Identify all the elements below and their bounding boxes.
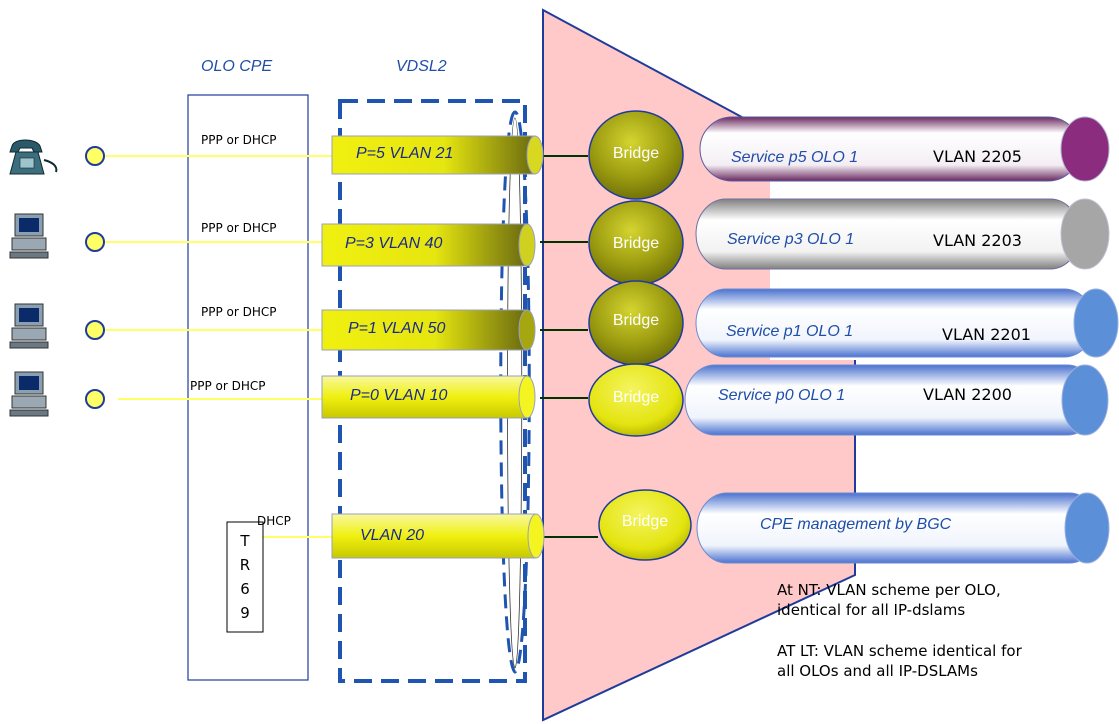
service-vlan: VLAN 2200 [923,385,1012,404]
service-tube-mgmt [696,492,1110,564]
computer-icon [9,213,49,259]
service-name: Service p1 OLO 1 [726,323,854,340]
bridge-circles [588,110,692,561]
service-name: Service p0 OLO 1 [718,387,846,404]
note-nt-line-2: identical for all IP-dslams [777,601,966,619]
protocol-label: PPP or DHCP [201,133,277,147]
pipe-p5 [331,135,544,175]
pipe-label: P=0 VLAN 10 [350,387,448,404]
pipe-label: P=1 VLAN 50 [348,320,446,337]
protocol-label: PPP or DHCP [201,305,277,319]
bridge-label: Bridge [612,145,660,162]
service-tube-p0 [684,364,1109,436]
tr69-letter: T [240,532,250,550]
service-tube-p5 [699,116,1110,182]
pipe-label: VLAN 20 [360,527,425,544]
bridge-label: Bridge [612,312,660,329]
pipe-p0 [321,375,536,419]
service-name: Service p5 OLO 1 [731,149,859,166]
bridge-label: Bridge [621,513,669,530]
tr69-box [226,521,264,633]
protocol-label: DHCP [257,514,291,528]
vdsl2-heading: VDSL2 [396,58,447,75]
tr69-letter: R [239,556,251,574]
pipe-vlan20 [331,513,545,559]
endpoint-circles [85,146,105,409]
protocol-label: PPP or DHCP [201,221,277,235]
service-name: Service p3 OLO 1 [727,231,855,248]
tr69-letter: 6 [240,580,250,598]
pipe-label: P=5 VLAN 21 [356,145,454,162]
computer-icon [9,371,49,417]
protocol-label: PPP or DHCP [190,379,266,393]
note-nt-line-1: At NT: VLAN scheme per OLO, [777,581,1001,599]
bridge-label: Bridge [612,389,660,406]
service-name: CPE management by BGC [760,516,952,533]
service-vlan: VLAN 2201 [942,325,1031,344]
tr69-letter: 9 [240,604,250,622]
service-tube-p3 [695,198,1110,270]
pipe-p1 [321,309,536,351]
computer-icon [9,303,49,349]
note-lt-line-2: all OLOs and all IP-DSLAMs [777,662,978,680]
service-vlan: VLAN 2203 [933,231,1022,250]
note-lt-line-1: AT LT: VLAN scheme identical for [777,642,1022,660]
phone-icon [9,139,58,175]
olo-cpe-box [187,94,309,681]
service-tube-p1 [695,288,1119,358]
bridge-label: Bridge [612,235,660,252]
pipe-p3 [321,223,536,267]
olo-cpe-heading: OLO CPE [201,58,273,75]
service-vlan: VLAN 2205 [933,147,1022,166]
pipe-label: P=3 VLAN 40 [345,235,443,252]
connection-lines [103,155,598,538]
